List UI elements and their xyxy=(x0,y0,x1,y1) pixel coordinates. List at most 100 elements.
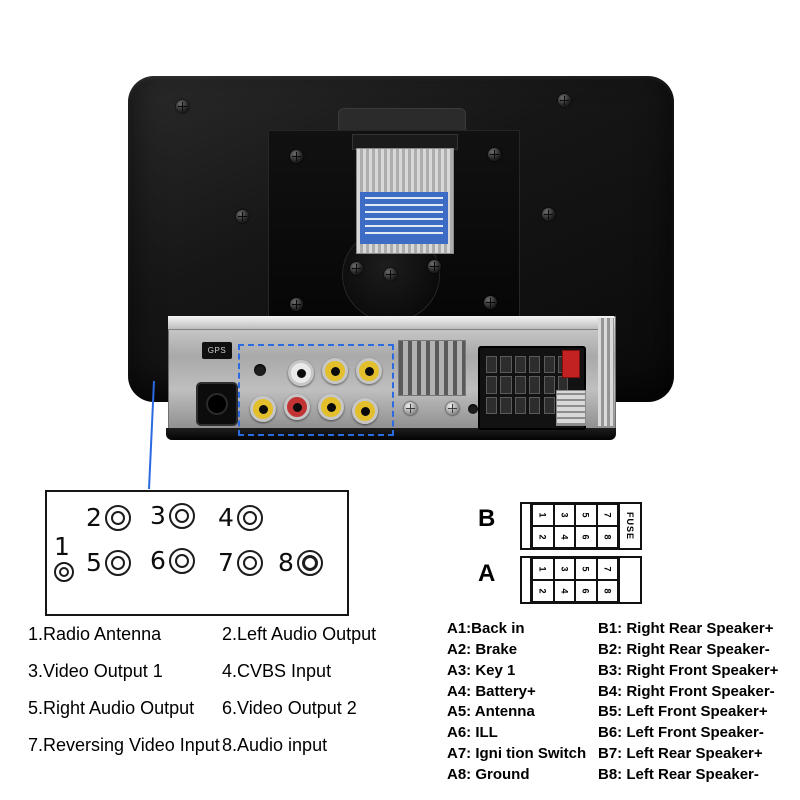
port-circle-icon xyxy=(236,505,263,531)
pin-number: 6 xyxy=(580,534,591,540)
pin-a7: A7: Igni tion Switch xyxy=(447,745,587,762)
pin-number: 8 xyxy=(602,534,613,540)
pin-number: 6 xyxy=(580,588,591,594)
callout-port-6: 6 xyxy=(150,547,195,575)
port-number: 1 xyxy=(54,532,70,561)
port-circle-icon xyxy=(168,503,195,529)
screw-icon xyxy=(428,260,441,273)
port-number: 6 xyxy=(150,546,166,575)
panel-hole xyxy=(468,404,478,414)
connector-a-cells: 1 3 5 7 2 4 6 8 xyxy=(532,558,618,602)
pin-a3: A3: Key 1 xyxy=(447,662,516,679)
pin-a4: A4: Battery+ xyxy=(447,683,536,700)
pin-a1: A1:Back in xyxy=(447,620,525,637)
callout-port-4: 4 xyxy=(218,504,263,532)
gps-port-label: GPS xyxy=(207,346,227,355)
pin-a5: A5: Antenna xyxy=(447,703,535,720)
iso-connector-b-diagram: 1 3 5 7 2 4 6 8 FUSE xyxy=(520,502,642,550)
port-number: 7 xyxy=(218,548,234,577)
screw-icon xyxy=(446,402,459,415)
rca-jack-yellow xyxy=(318,394,344,420)
pin-number: 4 xyxy=(559,534,570,540)
pin-number: 1 xyxy=(537,512,548,518)
pin-b2: B2: Right Rear Speaker- xyxy=(598,641,770,658)
connector-notch xyxy=(522,504,532,548)
screw-icon xyxy=(488,148,501,161)
port-circle-icon xyxy=(104,550,131,576)
pin-b5: B5: Left Front Speaker+ xyxy=(598,703,768,720)
callout-port-2: 2 xyxy=(86,504,131,532)
connector-notch xyxy=(522,558,532,602)
rca-jack-white xyxy=(288,360,314,386)
port-number: 3 xyxy=(150,501,166,530)
pin-number: 3 xyxy=(559,512,570,518)
pin-number: 1 xyxy=(537,566,548,572)
callout-port-3: 3 xyxy=(150,502,195,530)
pin-number: 5 xyxy=(580,512,591,518)
legend-item: 7.Reversing Video Input xyxy=(28,735,220,755)
iso-pin-grid xyxy=(486,356,540,414)
port-circle-icon xyxy=(236,550,263,576)
rca-jack-yellow xyxy=(322,358,348,384)
white-connector xyxy=(556,390,586,426)
port-circle-icon xyxy=(168,548,195,574)
screw-icon xyxy=(350,262,363,275)
port-callout-box xyxy=(45,490,349,616)
port-number: 5 xyxy=(86,548,102,577)
pin-a6: A6: ILL xyxy=(447,724,498,741)
rca-highlight-box xyxy=(238,344,394,436)
rca-jack-yellow xyxy=(250,396,276,422)
port-number: 4 xyxy=(218,503,234,532)
red-connector xyxy=(562,350,580,378)
legend-item: 8.Audio input xyxy=(222,735,328,755)
port-circle-icon xyxy=(54,562,74,582)
screw-icon xyxy=(558,94,571,107)
pin-a2: A2: Brake xyxy=(447,641,518,658)
panel-hole xyxy=(254,364,266,376)
pin-number: 4 xyxy=(559,588,570,594)
connector-b-cells: 1 3 5 7 2 4 6 8 xyxy=(532,504,618,548)
port-number: 8 xyxy=(278,548,294,577)
pin-number: 7 xyxy=(602,512,613,518)
screw-icon xyxy=(404,402,417,415)
pin-b8: B8: Left Rear Speaker- xyxy=(598,766,759,783)
rca-jack-red xyxy=(284,394,310,420)
callout-port-7: 7 xyxy=(218,549,263,577)
pin-b3: B3: Right Front Speaker+ xyxy=(598,662,779,679)
fuse-label: FUSE xyxy=(625,511,635,540)
pin-a8: A8: Ground xyxy=(447,766,530,783)
connector-end-section xyxy=(618,558,640,602)
pin-b7: B7: Left Rear Speaker+ xyxy=(598,745,763,762)
legend-item: 6.Video Output 2 xyxy=(222,698,357,718)
screw-icon xyxy=(290,150,303,163)
port-number: 2 xyxy=(86,503,102,532)
pin-b6: B6: Left Front Speaker- xyxy=(598,724,764,741)
legend-item: 1.Radio Antenna xyxy=(28,624,162,644)
screw-icon xyxy=(384,268,397,281)
ribbon-cable-label xyxy=(360,192,448,244)
pin-b1: B1: Right Rear Speaker+ xyxy=(598,620,774,637)
legend-item: 2.Left Audio Output xyxy=(222,624,377,644)
heatsink-vents xyxy=(398,340,466,396)
legend-item: 3.Video Output 1 xyxy=(28,661,163,681)
screw-icon xyxy=(290,298,303,311)
pin-number: 3 xyxy=(559,566,570,572)
rca-jack-yellow xyxy=(352,398,378,424)
pin-b4: B4: Right Front Speaker- xyxy=(598,683,775,700)
screw-icon xyxy=(542,208,555,221)
pin-number: 5 xyxy=(580,566,591,572)
screw-icon xyxy=(236,210,249,223)
pin-number: 2 xyxy=(537,588,548,594)
pin-number: 7 xyxy=(602,566,613,572)
pin-number: 2 xyxy=(537,534,548,540)
callout-port-8: 8 xyxy=(278,549,323,577)
pin-number: 8 xyxy=(602,588,613,594)
callout-port-1: 1 xyxy=(54,533,74,582)
radio-antenna-port xyxy=(196,382,238,426)
screw-icon xyxy=(176,100,189,113)
port-circle-icon xyxy=(296,550,323,576)
chassis-edge xyxy=(598,318,614,426)
rca-jack-yellow xyxy=(356,358,382,384)
port-circle-icon xyxy=(104,505,131,531)
